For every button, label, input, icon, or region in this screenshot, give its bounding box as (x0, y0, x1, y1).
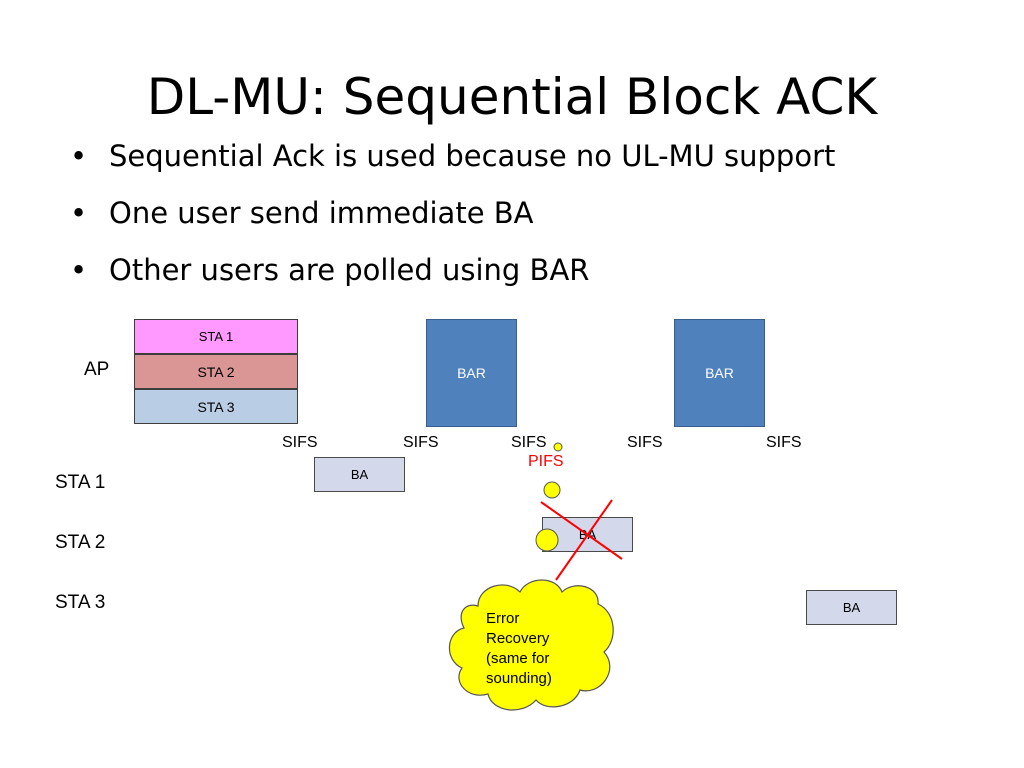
bullet-text: One user send immediate BA (109, 196, 534, 230)
sifs-label: SIFS (282, 434, 318, 451)
thought-bubble-dot-small (553, 442, 563, 452)
bullet-list: • Sequential Ack is used because no UL-M… (70, 134, 835, 305)
ap-frame-sta1-segment: STA 1 (134, 319, 298, 354)
callout-line: (same for (486, 650, 550, 667)
ap-row-label: AP (84, 359, 110, 380)
sifs-label: SIFS (511, 434, 547, 451)
sta2-row-label: STA 2 (55, 532, 106, 553)
callout-line: Error (486, 610, 520, 627)
bar-frame: BAR (426, 319, 517, 427)
sifs-label: SIFS (403, 434, 439, 451)
sta3-row-label: STA 3 (55, 592, 106, 613)
pifs-label: PIFS (528, 453, 564, 470)
bullet-item: • One user send immediate BA (70, 191, 835, 248)
bullet-text: Sequential Ack is used because no UL-MU … (109, 139, 836, 173)
sifs-label: SIFS (627, 434, 663, 451)
callout-line: Recovery (486, 630, 550, 647)
bar-frame: BAR (674, 319, 765, 427)
thought-bubble-dot-medium (543, 481, 561, 499)
bullet-icon: • (70, 196, 88, 230)
sta1-row-label: STA 1 (55, 472, 106, 493)
error-recovery-cloud (448, 579, 614, 711)
error-recovery-callout-text: Error Recovery (same for sounding) (486, 609, 586, 689)
bullet-item: • Other users are polled using BAR (70, 248, 835, 305)
ap-frame-sta2-segment: STA 2 (134, 354, 298, 389)
sifs-label: SIFS (766, 434, 802, 451)
failed-ba-cross-mark (540, 499, 623, 581)
sta3-ba-frame: BA (806, 590, 897, 625)
bullet-icon: • (70, 253, 88, 287)
bullet-text: Other users are polled using BAR (109, 253, 590, 287)
ap-frame-sta3-segment: STA 3 (134, 389, 298, 424)
callout-line: sounding) (486, 670, 552, 687)
bullet-item: • Sequential Ack is used because no UL-M… (70, 134, 835, 191)
bullet-icon: • (70, 139, 88, 173)
slide-title: DL-MU: Sequential Block ACK (146, 68, 878, 126)
thought-bubble-dot-large (535, 528, 559, 552)
sta1-ba-frame: BA (314, 457, 405, 492)
